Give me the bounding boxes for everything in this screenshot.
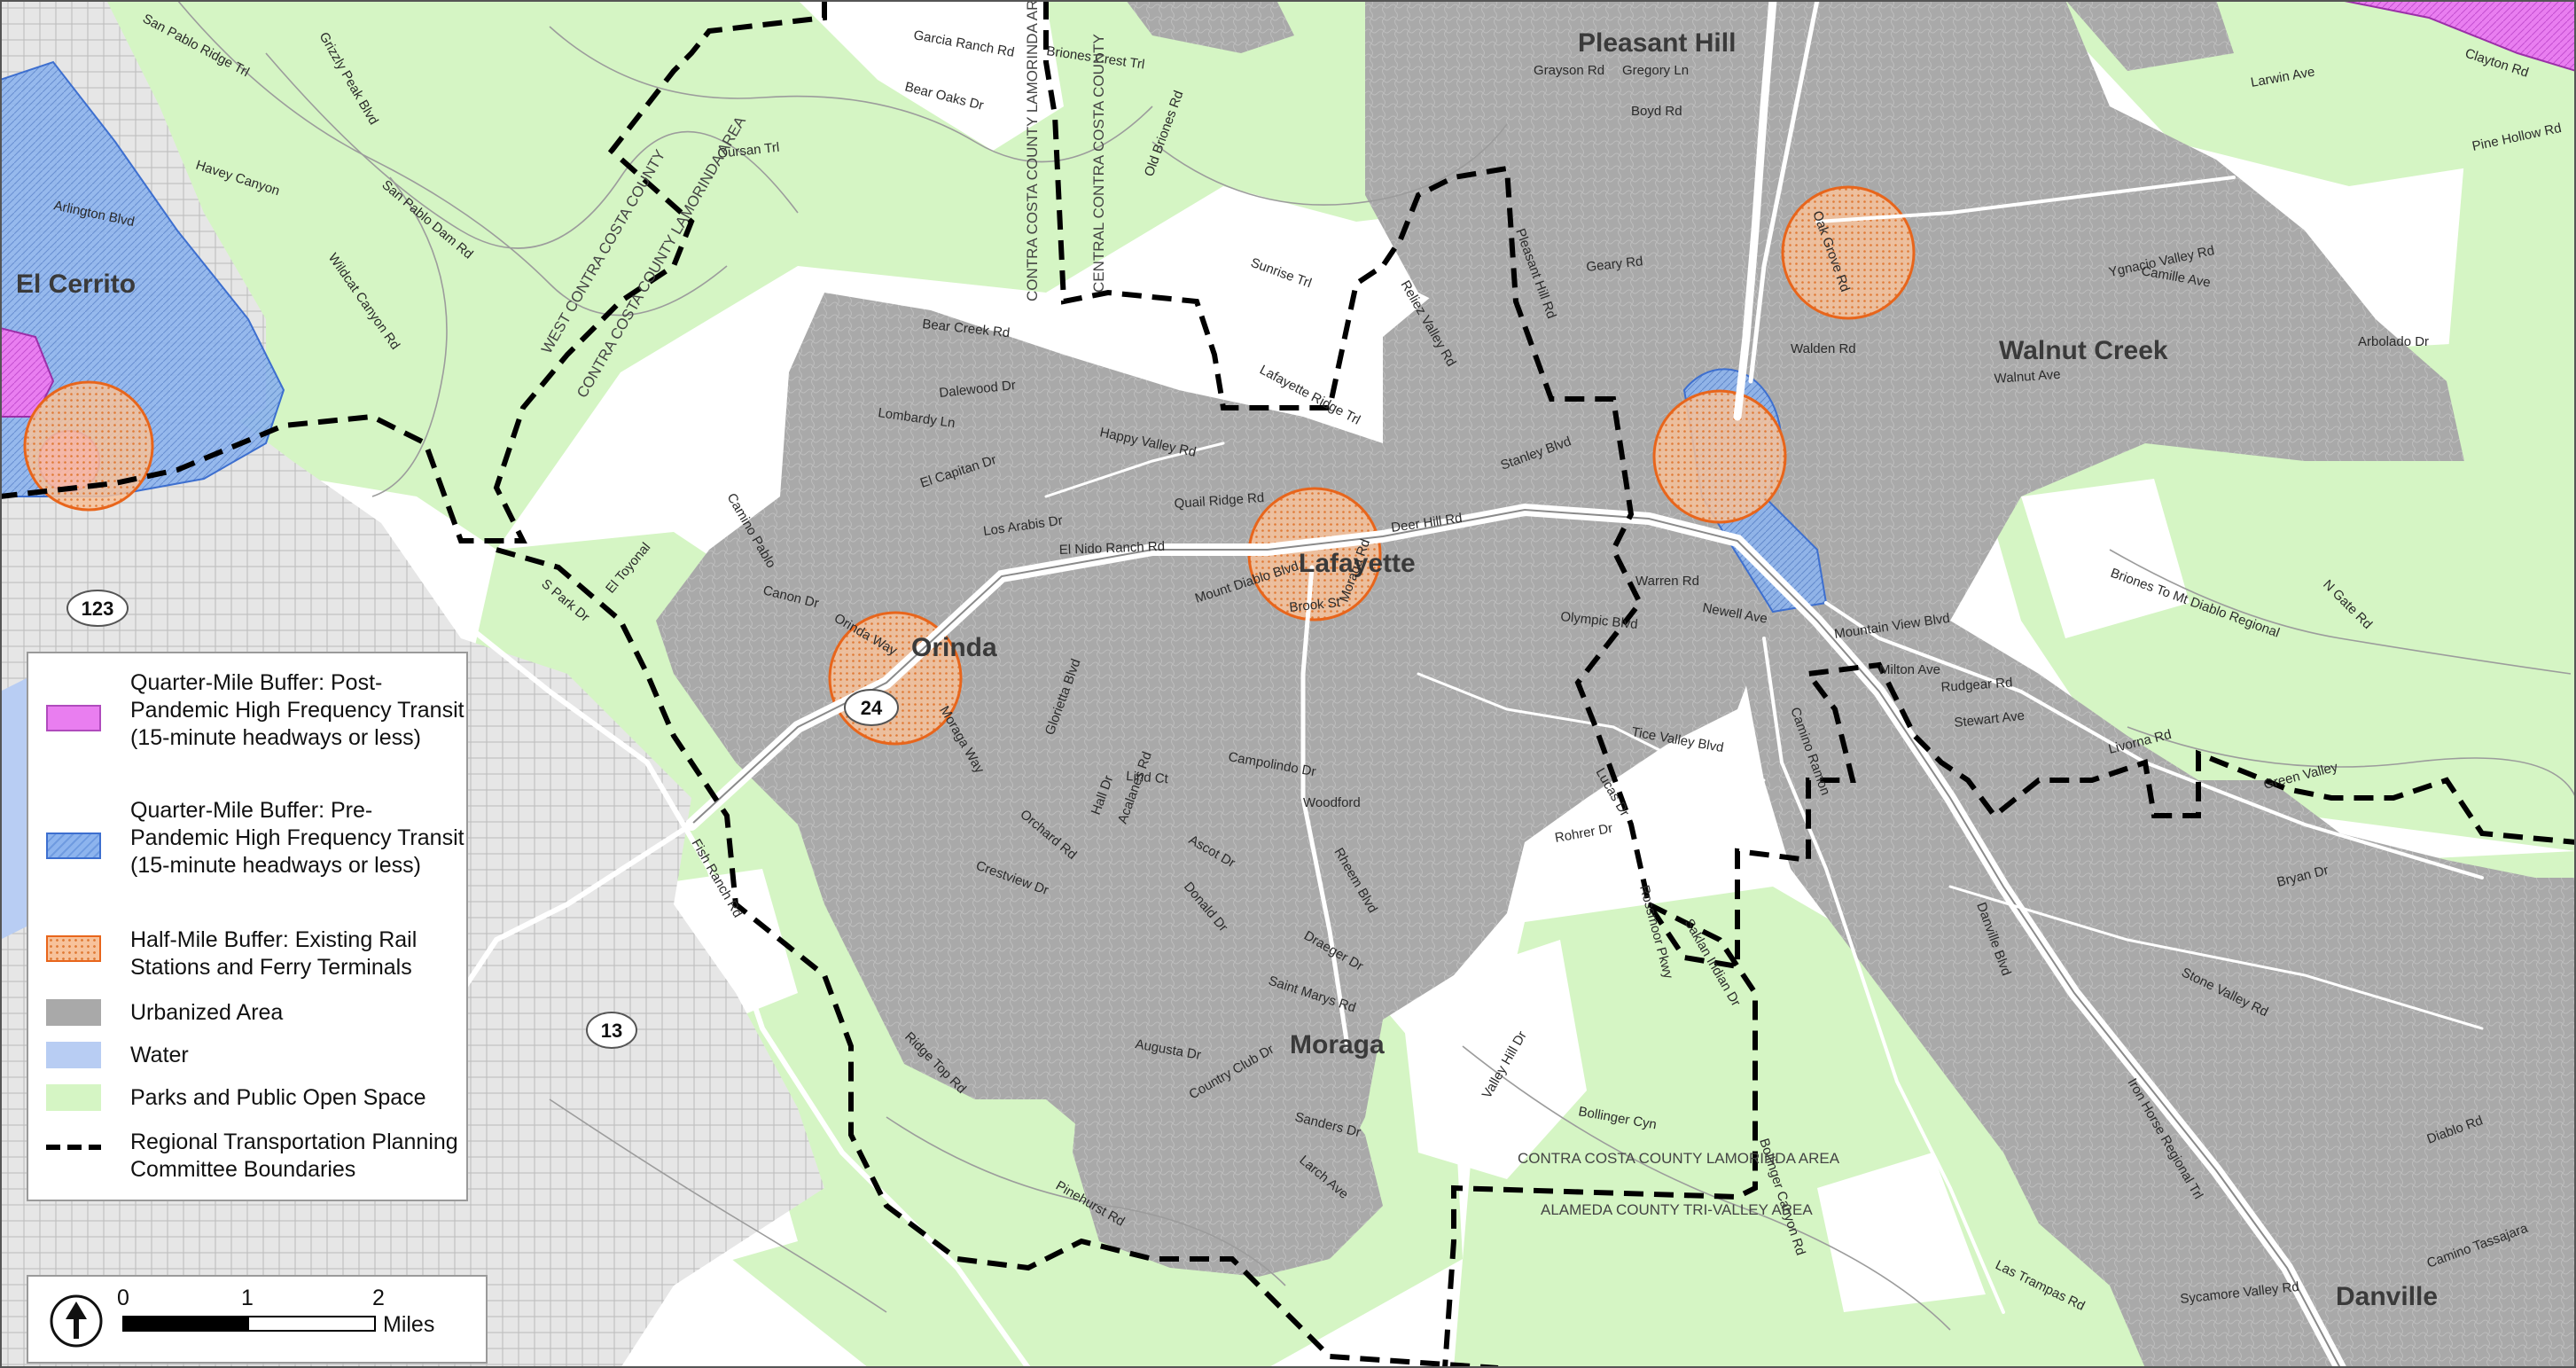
place-labels: Pleasant Hill Walnut Creek El Cerrito La… — [16, 28, 2438, 1311]
street-label: El Nido Ranch Rd — [1059, 539, 1166, 558]
legend-label: Quarter-Mile Buffer: Pre-Pandemic High F… — [130, 798, 464, 878]
place-label: Lafayette — [1299, 549, 1416, 578]
area-label: ALAMEDA COUNTY TRI-VALLEY AREA — [1541, 1201, 1813, 1218]
legend-label: Quarter-Mile Buffer: Post-Pandemic High … — [130, 670, 464, 750]
scale-unit-label: Miles — [383, 1312, 435, 1337]
legend-label: Regional Transportation Planning Committ… — [130, 1130, 458, 1182]
place-label: Pleasant Hill — [1578, 28, 1736, 58]
legend-label: Water — [130, 1043, 189, 1067]
legend-label: Parks and Public Open Space — [130, 1085, 426, 1110]
trails-layer — [176, 0, 2576, 1331]
legend-swatch — [46, 1042, 101, 1068]
highway-shield: 24 — [844, 689, 899, 726]
street-label: Gregory Ln — [1622, 63, 1689, 78]
street-label: Brook St — [1289, 595, 1342, 615]
street-label: Grayson Rd — [1534, 63, 1604, 78]
legend-swatch — [46, 1145, 101, 1150]
place-label: El Cerrito — [16, 270, 136, 299]
place-label: Danville — [2336, 1282, 2438, 1311]
street-label: Lind Ct — [1126, 769, 1169, 786]
north-arrow-icon — [50, 1294, 103, 1348]
place-label: Moraga — [1290, 1030, 1385, 1059]
highway-shields: 123 24 13 — [66, 590, 899, 1049]
scale-bar — [122, 1316, 376, 1332]
street-label: Boyd Rd — [1631, 104, 1682, 119]
roads-layer — [370, 0, 2484, 1368]
map-legend: Quarter-Mile Buffer: Post-Pandemic High … — [27, 652, 468, 1201]
legend-label: Urbanized Area — [130, 1000, 284, 1025]
legend-swatch — [46, 833, 101, 859]
area-label: CONTRA COSTA COUNTY LAMORINDA AREA — [1024, 0, 1041, 301]
scale-tick-label: 2 — [372, 1286, 385, 1310]
legend-swatch — [46, 935, 101, 962]
street-label: Arbolado Dr — [2358, 334, 2429, 349]
scale-tick-label: 0 — [117, 1286, 129, 1310]
street-label: Woodford — [1303, 795, 1361, 810]
street-label: Geary Rd — [1586, 254, 1644, 275]
street-label: Rudgear Rd — [1940, 675, 2013, 695]
highway-shield: 123 — [66, 590, 129, 627]
area-label: CONTRA COSTA COUNTY LAMORINDA AREA — [1518, 1150, 1840, 1167]
place-label: Walnut Creek — [1999, 336, 2168, 365]
street-label: Walden Rd — [1791, 341, 1856, 356]
place-label: Orinda — [911, 633, 997, 662]
svg-text:13: 13 — [601, 1020, 622, 1042]
street-label: Milton Ave — [1879, 662, 1940, 677]
area-label: CENTRAL CONTRA COSTA COUNTY — [1090, 34, 1107, 293]
scale-tick-label: 1 — [241, 1286, 254, 1310]
legend-swatch — [46, 705, 101, 731]
legend-swatch — [46, 1084, 101, 1111]
street-label: Warren Rd — [1635, 574, 1699, 589]
svg-text:123: 123 — [82, 598, 114, 620]
svg-text:24: 24 — [861, 697, 883, 719]
street-label: Walnut Ave — [1994, 367, 2061, 387]
scale-bar-box: 0 1 2 Miles — [27, 1275, 488, 1364]
legend-swatch — [46, 999, 101, 1026]
highway-shield: 13 — [586, 1012, 637, 1049]
legend-label: Half-Mile Buffer: Existing Rail Stations… — [130, 927, 418, 980]
urbanized-layer — [656, 0, 2576, 1368]
